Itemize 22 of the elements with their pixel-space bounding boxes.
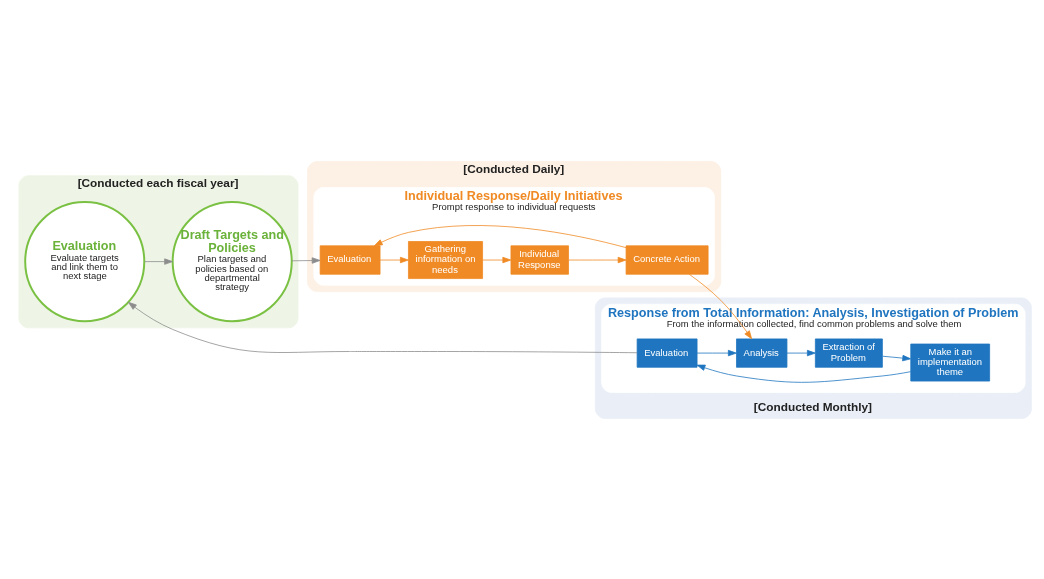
- arrow: [696, 349, 737, 356]
- node-box: Evaluation: [319, 244, 381, 275]
- node-box: Make it an implementation theme: [910, 343, 990, 381]
- arrow: [128, 301, 638, 353]
- arrow: [373, 224, 627, 248]
- node-box: Evaluation: [636, 338, 698, 368]
- arrow: [882, 354, 911, 361]
- node-box: Individual Response: [510, 244, 569, 275]
- node-box: Analysis: [736, 338, 788, 368]
- node-box: Gathering information on needs: [408, 240, 483, 279]
- node-box: Extraction of Problem: [814, 338, 883, 368]
- node-circle: Evaluation Evaluate targets and link them to next stage: [24, 200, 146, 322]
- arrow: [291, 256, 321, 264]
- arrow: [786, 349, 816, 356]
- arrow: [696, 364, 911, 383]
- arrow: [688, 273, 753, 339]
- node-circle: Draft Targets and Policies Plan targets and policies based on departmental strategy: [171, 200, 293, 322]
- arrow: [482, 256, 512, 263]
- arrow: [144, 257, 173, 265]
- arrow: [379, 256, 409, 263]
- arrow: [568, 256, 627, 263]
- node-box: Concrete Action: [625, 244, 709, 275]
